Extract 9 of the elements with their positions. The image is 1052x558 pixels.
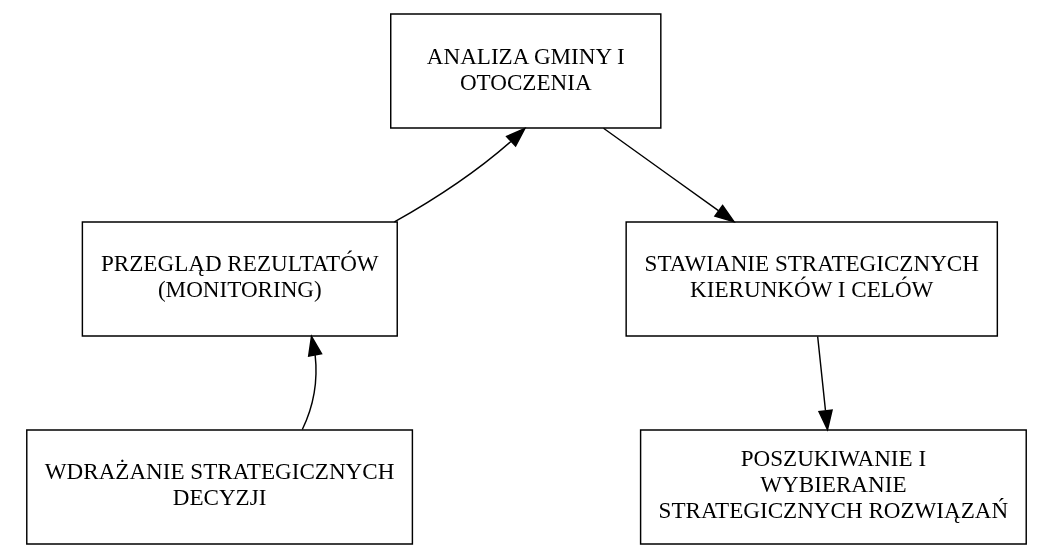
node-box: WDRAŻANIE STRATEGICZNYCH DECYZJI bbox=[25, 429, 413, 545]
node-box: PRZEGLĄD REZULTATÓW (MONITORING) bbox=[81, 221, 398, 337]
arrow bbox=[816, 335, 833, 432]
node-box: POSZUKIWANIE I WYBIERANIE STRATEGICZNYCH ROZWIĄZAŃ bbox=[639, 429, 1027, 545]
arrow bbox=[602, 127, 736, 224]
node-box: STAWIANIE STRATEGICZNYCH KIERUNKÓW I CELÓW bbox=[624, 221, 998, 337]
arrow bbox=[393, 127, 526, 223]
node-box: ANALIZA GMINY I OTOCZENIA bbox=[389, 13, 662, 129]
arrow bbox=[301, 334, 323, 431]
